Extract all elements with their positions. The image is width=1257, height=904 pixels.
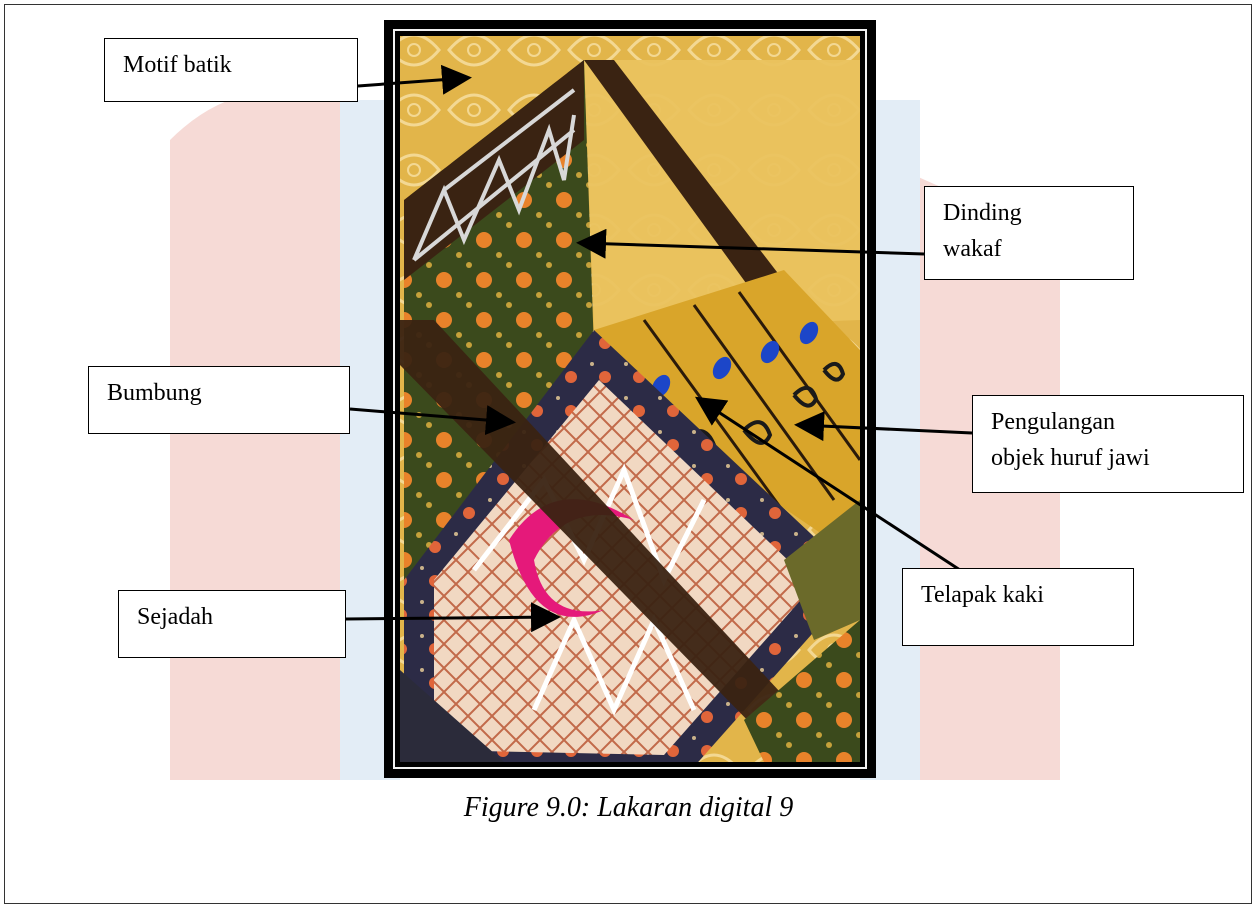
truss-lines <box>412 88 576 262</box>
magenta-crescent <box>509 499 634 617</box>
bottom-right-batik <box>744 620 860 762</box>
label-telapak-kaki: Telapak kaki <box>902 568 1134 646</box>
watermark-red-stroke-left <box>170 90 360 780</box>
label-pengulangan: Pengulangan objek huruf jawi <box>972 395 1244 493</box>
label-dinding-wakaf: Dinding wakaf <box>924 186 1134 280</box>
label-motif-batik: Motif batik <box>104 38 358 102</box>
figure-caption: Figure 9.0: Lakaran digital 9 <box>463 792 794 823</box>
label-sejadah: Sejadah <box>118 590 346 658</box>
label-bumbung: Bumbung <box>88 366 350 434</box>
digital-sketch-artwork <box>384 20 876 778</box>
jawi-blue-marks <box>651 321 819 398</box>
bottom-left-dark <box>400 670 504 762</box>
